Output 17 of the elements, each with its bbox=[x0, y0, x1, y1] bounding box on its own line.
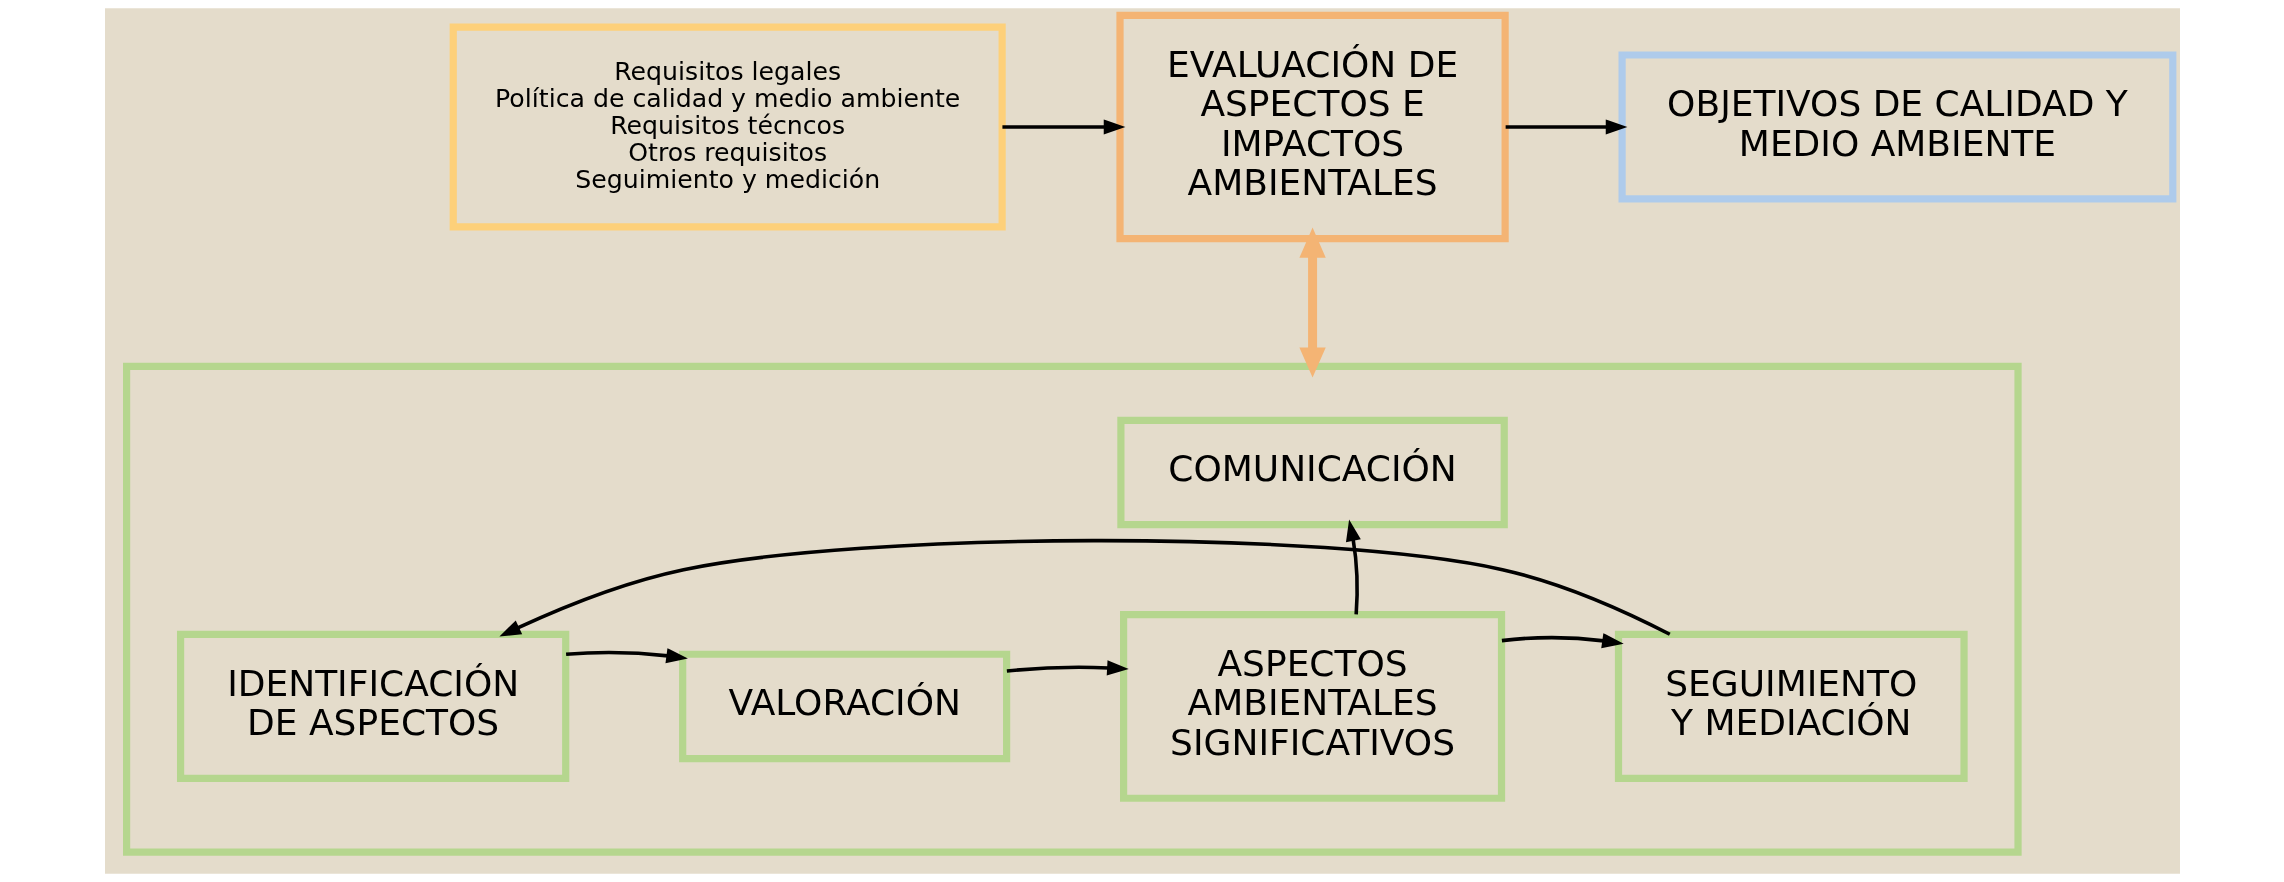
arrow bbox=[498, 538, 1671, 637]
node-box: Requisitos legales Política de calidad y medio ambiente Requisitos técncos Otros requisitos Seguimiento y medición bbox=[449, 23, 1006, 231]
node-box: VALORACIÓN bbox=[678, 650, 1010, 763]
cluster bbox=[122, 362, 2022, 856]
node-box: IDENTIFICACIÓN DE ASPECTOS bbox=[176, 630, 569, 783]
node-box: EVALUACIÓN DE ASPECTOS E IMPACTOS AMBIENTALES bbox=[1115, 11, 1509, 243]
node-box: OBJETIVOS DE CALIDAD Y MEDIO AMBIENTE bbox=[1618, 51, 2176, 203]
node-box: COMUNICACIÓN bbox=[1116, 416, 1508, 529]
arrow bbox=[1501, 633, 1624, 649]
node-box: SEGUIMIENTO Y MEDIACIÓN bbox=[1614, 630, 1968, 783]
arrow bbox=[1298, 227, 1326, 378]
arrow bbox=[1505, 119, 1627, 135]
arrow bbox=[1001, 119, 1125, 135]
arrow bbox=[1345, 519, 1361, 615]
node-box: ASPECTOS AMBIENTALES SIGNIFICATIVOS bbox=[1119, 611, 1505, 802]
arrow bbox=[1006, 660, 1129, 676]
arrow bbox=[565, 648, 688, 664]
